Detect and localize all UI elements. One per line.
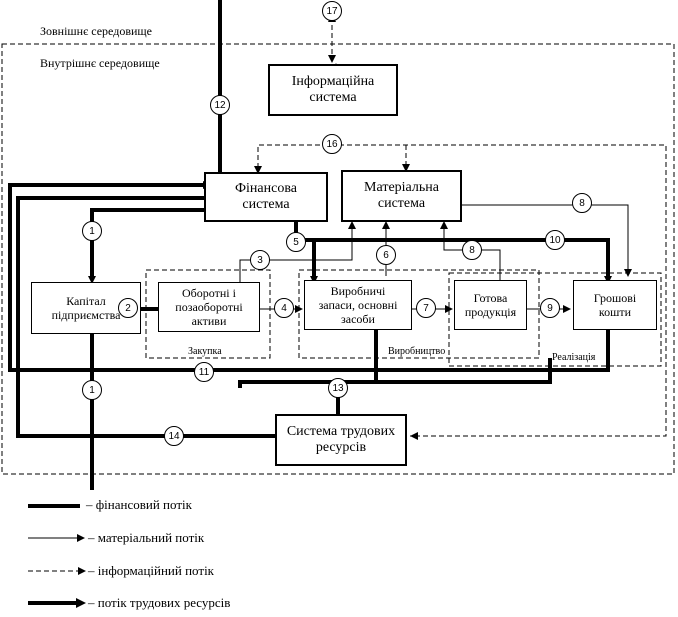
flow-node-9: 9 bbox=[540, 298, 560, 318]
labor-system-label: Система трудових ресурсів bbox=[286, 424, 396, 455]
flow-node-3: 3 bbox=[250, 250, 270, 270]
legend-labor-label: – потік трудових ресурсів bbox=[88, 595, 231, 610]
legend-financial-label: – фінансовий потік bbox=[86, 497, 192, 512]
internal-environment-boundary bbox=[1, 43, 675, 475]
financial-flows bbox=[8, 0, 610, 490]
flow-node-13: 13 bbox=[328, 378, 348, 398]
flow-node-2: 2 bbox=[118, 298, 138, 318]
legend-information-arrow bbox=[78, 567, 86, 575]
sales-area bbox=[448, 272, 662, 367]
flow-node-4: 4 bbox=[274, 298, 294, 318]
flow-node-11: 11 bbox=[194, 362, 214, 382]
financial-system-box: Фінансова система bbox=[204, 172, 328, 222]
flow-node-12: 12 bbox=[210, 95, 230, 115]
flow-node-8-mid: 8 bbox=[462, 240, 482, 260]
external-environment-label: Зовнішнє середовище bbox=[40, 24, 152, 38]
cash-block: Грошові кошти bbox=[573, 280, 657, 330]
purchase-area-label: Закупка bbox=[188, 346, 222, 357]
internal-environment-label: Внутрішнє середовище bbox=[40, 56, 160, 70]
product-block: Готова продукція bbox=[454, 280, 527, 330]
flow-node-1-top: 1 bbox=[82, 221, 102, 241]
capital-label: Капітал підприємства bbox=[51, 294, 121, 322]
legend-material-label: – матеріальний потік bbox=[88, 530, 205, 545]
financial-system-label: Фінансова система bbox=[234, 181, 297, 212]
flow-node-16: 16 bbox=[322, 134, 342, 154]
stocks-block: Виробничі запаси, основні засоби bbox=[304, 280, 412, 330]
production-area-label: Виробництво bbox=[388, 346, 446, 357]
flow-node-7: 7 bbox=[416, 298, 436, 318]
material-system-box: Матеріальна система bbox=[341, 170, 462, 222]
assets-label: Оборотні і позаоборотні активи bbox=[175, 286, 243, 328]
legend-lines bbox=[28, 504, 86, 608]
legend-labor-arrow bbox=[76, 598, 86, 608]
information-system-box: Інформаційна система bbox=[268, 64, 398, 116]
information-system-label: Інформаційна система bbox=[291, 74, 375, 105]
legend-information-label: – інформаційний потік bbox=[88, 563, 214, 578]
flow-node-1-bottom: 1 bbox=[82, 380, 102, 400]
flow-node-10: 10 bbox=[545, 230, 565, 250]
flow-node-14: 14 bbox=[164, 426, 184, 446]
flow-node-6: 6 bbox=[376, 245, 396, 265]
flow-node-17: 17 bbox=[322, 1, 342, 21]
labor-system-box: Система трудових ресурсів bbox=[275, 414, 407, 466]
production-area bbox=[298, 269, 540, 359]
flow-node-8-top: 8 bbox=[572, 193, 592, 213]
material-system-label: Матеріальна система bbox=[364, 180, 439, 211]
flow-node-5: 5 bbox=[286, 232, 306, 252]
capital-block: Капітал підприємства bbox=[31, 282, 141, 334]
purchase-area bbox=[145, 269, 271, 359]
stocks-label: Виробничі запаси, основні засоби bbox=[318, 284, 398, 326]
cash-label: Грошові кошти bbox=[593, 291, 637, 319]
assets-block: Оборотні і позаоборотні активи bbox=[158, 282, 260, 332]
sales-area-label: Реалізація bbox=[552, 352, 596, 363]
product-label: Готова продукція bbox=[464, 291, 517, 319]
information-flows bbox=[257, 20, 667, 437]
